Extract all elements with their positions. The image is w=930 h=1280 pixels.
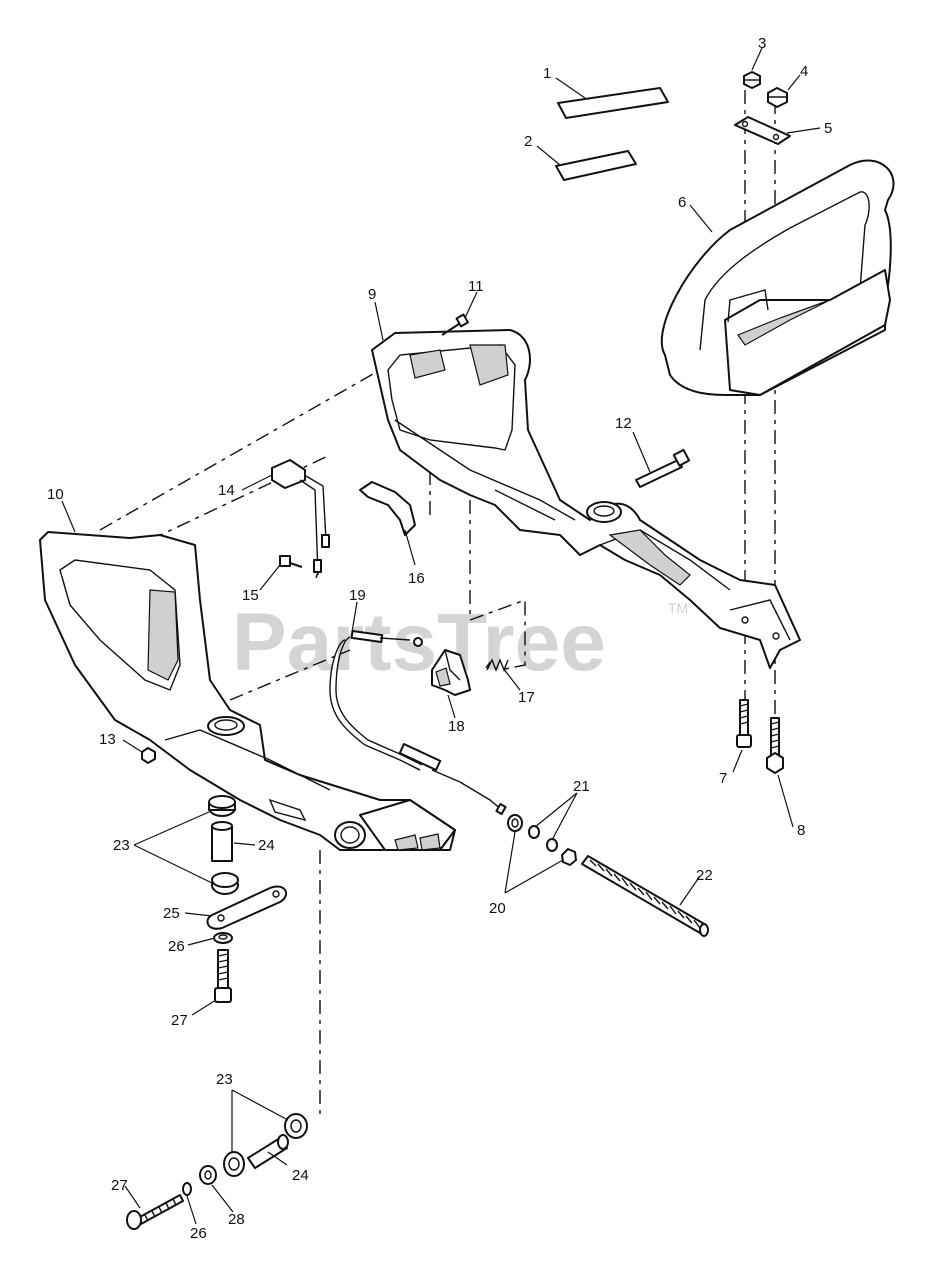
callout-28: 28 (228, 1211, 245, 1228)
callout-19: 19 (349, 587, 366, 604)
part-19-throttle-cable[interactable] (329, 629, 507, 815)
part-15-screw[interactable] (279, 555, 303, 568)
part-18-trigger[interactable] (431, 649, 471, 696)
part-14-switch[interactable] (271, 459, 330, 579)
watermark-tm: TM (668, 600, 688, 616)
callout-4: 4 (800, 63, 808, 80)
callout-25: 25 (163, 905, 180, 922)
callout-17: 17 (518, 689, 535, 706)
callout-20: 20 (489, 900, 506, 917)
part-13-nut[interactable] (141, 747, 156, 764)
callout-15: 15 (242, 587, 259, 604)
callout-27-lower: 27 (111, 1177, 128, 1194)
callout-5: 5 (824, 120, 832, 137)
lower-mount-stack[interactable] (126, 1113, 308, 1230)
part-16-lever[interactable] (359, 481, 416, 536)
callout-21: 21 (573, 778, 590, 795)
callout-6: 6 (678, 194, 686, 211)
callout-23-lower: 23 (216, 1071, 233, 1088)
callout-22: 22 (696, 867, 713, 884)
part-6-handle[interactable] (660, 159, 895, 396)
part-10-lower-frame[interactable] (39, 531, 456, 851)
callout-23: 23 (113, 837, 130, 854)
callout-3: 3 (758, 35, 766, 52)
callout-13: 13 (99, 731, 116, 748)
callout-2: 2 (524, 133, 532, 150)
part-7-bolt[interactable] (736, 699, 752, 748)
callout-24-lower: 24 (292, 1167, 309, 1184)
leader-lines (61, 47, 821, 1225)
callout-18: 18 (448, 718, 465, 735)
callout-14: 14 (218, 482, 235, 499)
part-2-decal[interactable] (555, 150, 637, 181)
callout-11: 11 (468, 278, 484, 295)
upper-mount-stack[interactable] (206, 795, 288, 1003)
callout-12: 12 (615, 415, 632, 432)
callout-27: 27 (171, 1012, 188, 1029)
callout-labels: 1 2 3 4 5 6 7 8 9 10 11 12 13 14 15 16 1… (47, 35, 832, 1242)
part-20-nuts[interactable] (507, 814, 577, 866)
callout-24: 24 (258, 837, 275, 854)
callout-7: 7 (719, 770, 727, 787)
part-4-nut[interactable] (767, 87, 788, 108)
callout-10: 10 (47, 486, 64, 503)
part-5-plate[interactable] (734, 116, 791, 145)
part-22-threaded-rod[interactable] (581, 855, 709, 937)
callout-26-lower: 26 (190, 1225, 207, 1242)
part-17-spring[interactable] (485, 658, 509, 672)
part-1-decal[interactable] (557, 87, 669, 119)
callout-16: 16 (408, 570, 425, 587)
part-3-nut[interactable] (743, 71, 761, 89)
callout-1: 1 (543, 65, 551, 82)
part-9-rear-handle-frame[interactable] (371, 329, 801, 669)
part-8-bolt[interactable] (766, 717, 784, 774)
callout-9: 9 (368, 286, 376, 303)
part-11-screw[interactable] (441, 313, 469, 336)
callout-8: 8 (797, 822, 805, 839)
part-12-bolt[interactable] (635, 448, 691, 488)
callout-26: 26 (168, 938, 185, 955)
